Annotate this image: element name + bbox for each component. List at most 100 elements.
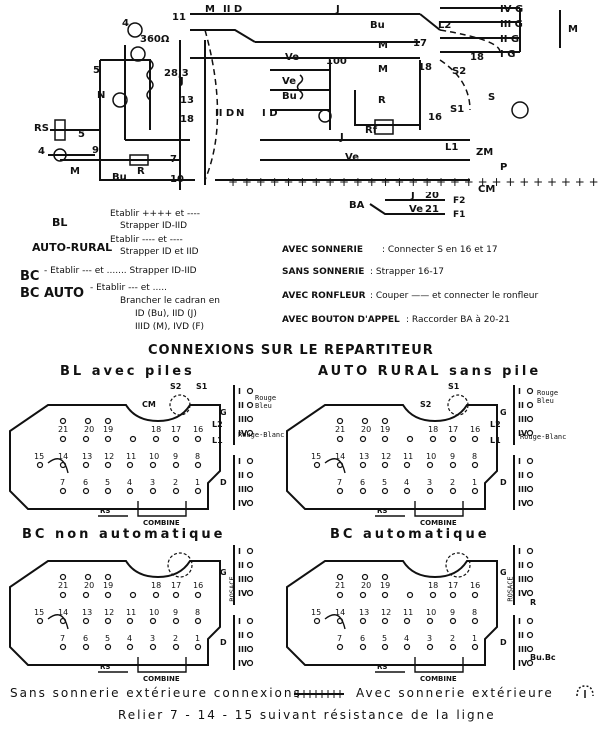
right-legend-text-1: : Connecter S en 16 et 17 (382, 245, 498, 255)
terminal-label: P (500, 162, 507, 173)
terminal-label: R (378, 95, 386, 106)
legend-key-auto-rural: AUTO-RURAL (32, 241, 113, 254)
top-wiring-diagram: 4 11 M II D J Bu L2 IV G III G II G I G … (34, 4, 600, 195)
terminal-label: 13 (180, 95, 194, 106)
panel-note-bcn: ROSACE (228, 576, 237, 602)
terminal-label: J (339, 132, 344, 143)
right-legend-text-3: : Couper —— et connecter le ronfleur (370, 291, 539, 301)
terminal-label: Ve (285, 52, 299, 63)
terminal-label: M (568, 24, 578, 35)
svg-text:R: R (530, 598, 536, 607)
ba-f1: F1 (453, 210, 466, 220)
svg-text:Bu.Bc: Bu.Bc (530, 653, 556, 662)
terminal-label: Rf (365, 125, 378, 136)
svg-text:L2: L2 (212, 420, 223, 429)
ba-label: BA (349, 200, 365, 211)
board-bl (9, 404, 221, 528)
terminal-label: Bu (370, 20, 385, 31)
terminal-label: II D (223, 4, 242, 15)
left-legend: BL Etablir ++++ et ---- Strapper ID-IID … (20, 205, 280, 335)
terminal-label: S2 (452, 66, 466, 77)
terminal-label: 18 (470, 52, 484, 63)
terminal-label: 360Ω (140, 34, 170, 45)
terminal-label: Bu (282, 91, 297, 102)
board-bc-non-auto (9, 560, 221, 684)
svg-text:S2: S2 (170, 382, 181, 391)
panel-note-bca: ROSACE (506, 576, 515, 602)
legend-sub-bl: Strapper ID-IID (120, 221, 188, 231)
footer-symbol-2 (576, 685, 594, 698)
ba-switch: BA J 20 Ve 21 (349, 192, 445, 215)
terminal-label: 18 (180, 114, 194, 125)
terminal-label: II G (500, 34, 519, 45)
svg-text:+ + + + + + + + + + + + + + +: + + + + + + + + + + + + + + + + + + + + … (228, 175, 600, 189)
terminal-label: I D (262, 108, 278, 119)
footer-line2: Relier 7 - 14 - 15 suivant résistance de… (118, 708, 496, 722)
ba-j: J (410, 192, 415, 201)
right-legend: AVEC SONNERIE : Connecter S en 16 et 17 … (278, 243, 598, 338)
board-bc-auto (286, 560, 498, 684)
terminal-label: I G (500, 49, 515, 60)
svg-text:L2: L2 (490, 420, 501, 429)
terminal-label: IV G (500, 4, 523, 15)
terminal-label: 10 (170, 174, 184, 185)
terminal-label: Ve (282, 76, 296, 87)
panel-note-ar: Rouge-Blanc (520, 433, 567, 441)
terminal-label: RS (34, 123, 49, 134)
terminal-label: 7 (170, 154, 177, 165)
panel-note-bl: Rouge-Blanc (238, 431, 285, 439)
svg-text:L1: L1 (212, 436, 223, 445)
terminal-label: 5 (93, 65, 100, 76)
panel-extra-bl-2: Bleu (255, 402, 272, 410)
footer-symbol-1 (294, 690, 344, 698)
terminal-label: ZM (476, 147, 493, 158)
right-legend-key-4: AVEC BOUTON D'APPEL (282, 315, 400, 325)
terminal-label: L2 (438, 20, 451, 31)
panel-title-auto-rural: AUTO RURAL sans pile (318, 364, 542, 379)
strip-auto-rural (499, 384, 534, 511)
panel-extra-ar-2: Bleu (537, 397, 554, 405)
svg-text:S1: S1 (196, 382, 208, 391)
terminal-label: 17 (413, 38, 427, 49)
svg-text:S1: S1 (448, 382, 460, 391)
panel-extra-ar-1: Rouge (537, 389, 559, 397)
ba-f2: F2 (453, 196, 466, 206)
legend-key-bc-auto: BC AUTO (20, 286, 85, 301)
terminal-label: S (488, 92, 495, 103)
terminal-label: S1 (450, 104, 464, 115)
svg-text:L1: L1 (490, 436, 501, 445)
legend-text-bl: Etablir ++++ et ---- (110, 209, 200, 219)
terminal-label: CM (478, 184, 495, 195)
legend-sub-cadran: IIID (M), IVD (F) (135, 322, 205, 332)
terminal-label: 11 (172, 12, 186, 23)
terminal-label: Bu (112, 172, 127, 183)
panel-extra-bl-1: Rouge (255, 394, 277, 402)
terminal-label: III G (500, 19, 523, 30)
legend-key-bl: BL (52, 216, 68, 229)
terminal-label: R (137, 166, 145, 177)
ba-num2: 21 (425, 204, 439, 215)
terminal-label: M (70, 166, 80, 177)
terminal-label: L1 (445, 142, 458, 153)
terminal-label: 28,3 (164, 68, 189, 79)
terminal-label: 4 (122, 18, 129, 29)
strip-bc-non-auto (219, 544, 254, 671)
section-title: CONNEXIONS SUR LE REPARTITEUR (148, 343, 434, 358)
footer-line1-right: Avec sonnerie extérieure (356, 686, 554, 700)
terminal-label: N (97, 90, 105, 101)
right-legend-text-2: : Strapper 16-17 (370, 267, 445, 277)
legend-text-cadran: ID (Bu), IID (J) (135, 309, 197, 319)
terminal-label: 5 (78, 129, 85, 140)
terminal-label: 4 (38, 146, 45, 157)
right-legend-key-1: AVEC SONNERIE (282, 245, 363, 255)
legend-text-auto-rural: Etablir ---- et ---- (110, 235, 183, 245)
panel-title-bl: BL avec piles (60, 364, 195, 379)
ba-num1: 20 (425, 192, 439, 201)
terminal-label: 100 (326, 56, 347, 67)
panel-title-bc-non-auto: BC non automatique (22, 527, 226, 542)
legend-text-bc-auto: - Etablir --- et ..... (90, 283, 167, 293)
terminal-label: M (378, 40, 388, 51)
ba-ve: Ve (409, 204, 423, 215)
legend-key-bc: BC (20, 269, 40, 284)
